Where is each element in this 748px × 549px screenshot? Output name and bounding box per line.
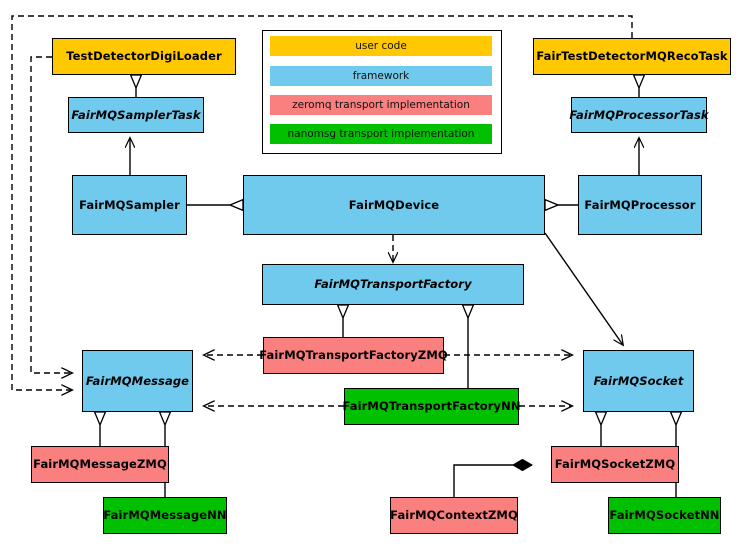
node-label: FairMQTransportFactory xyxy=(314,277,472,292)
node-fairmqmessagezmq[interactable]: FairMQMessageZMQ xyxy=(31,446,169,483)
edge-digiloader-to-message xyxy=(30,56,72,373)
legend-label: nanomsg transport implementation xyxy=(287,128,475,140)
node-fairmqcontextzmq[interactable]: FairMQContextZMQ xyxy=(390,497,518,534)
legend-label: framework xyxy=(352,70,410,82)
node-label: FairMQSocketNN xyxy=(609,508,720,523)
node-fairmqprocessor[interactable]: FairMQProcessor xyxy=(578,175,702,235)
node-fairmqsampler[interactable]: FairMQSampler xyxy=(72,175,187,235)
edge-contextzmq-to-socketzmq xyxy=(453,465,532,497)
legend-item-user-code: user code xyxy=(270,36,492,56)
legend-label: user code xyxy=(355,40,407,52)
node-label: FairMQSampler xyxy=(79,197,180,212)
node-label: FairMQSocket xyxy=(593,373,684,388)
node-fairtestdetectormqrecotask[interactable]: FairTestDetectorMQRecoTask xyxy=(533,38,731,75)
node-fairmqsocket[interactable]: FairMQSocket xyxy=(583,350,694,412)
node-label: FairMQProcessorTask xyxy=(569,107,709,122)
node-label: FairMQProcessor xyxy=(584,197,696,212)
node-testdetectordigiloader[interactable]: TestDetectorDigiLoader xyxy=(52,38,236,75)
node-label: FairMQContextZMQ xyxy=(390,508,518,523)
node-label: FairTestDetectorMQRecoTask xyxy=(536,49,728,64)
legend-item-framework: framework xyxy=(270,66,492,86)
node-fairmqtransportfactoryzmq[interactable]: FairMQTransportFactoryZMQ xyxy=(259,337,448,374)
node-fairmqsocketnn[interactable]: FairMQSocketNN xyxy=(608,497,721,534)
node-label: FairMQMessageNN xyxy=(103,508,227,523)
node-fairmqmessage[interactable]: FairMQMessage xyxy=(82,350,193,412)
node-label: FairMQSamplerTask xyxy=(71,107,201,122)
node-label: FairMQTransportFactoryZMQ xyxy=(259,348,448,363)
node-label: FairMQDevice xyxy=(348,197,440,212)
node-label: FairMQMessageZMQ xyxy=(33,457,167,472)
node-label: TestDetectorDigiLoader xyxy=(66,49,222,64)
node-fairmqprocessortask[interactable]: FairMQProcessorTask xyxy=(569,97,709,133)
node-fairmqmessagenn[interactable]: FairMQMessageNN xyxy=(103,497,227,534)
node-fairmqtransportfactorynn[interactable]: FairMQTransportFactoryNN xyxy=(342,388,521,425)
node-label: FairMQTransportFactoryNN xyxy=(342,399,521,414)
node-label: FairMQSocketZMQ xyxy=(554,457,676,472)
node-fairmqdevice[interactable]: FairMQDevice xyxy=(243,175,545,235)
legend-label: zeromq transport implementation xyxy=(292,99,470,111)
node-label: FairMQMessage xyxy=(85,373,190,388)
edge-device-to-socket xyxy=(544,232,623,345)
node-fairmqsocketzmq[interactable]: FairMQSocketZMQ xyxy=(551,446,679,483)
node-fairmqsamplertask[interactable]: FairMQSamplerTask xyxy=(68,97,204,133)
legend-item-nanomsg: nanomsg transport implementation xyxy=(270,124,492,144)
node-fairmqtransportfactory[interactable]: FairMQTransportFactory xyxy=(262,264,524,305)
legend-item-zeromq: zeromq transport implementation xyxy=(270,95,492,115)
